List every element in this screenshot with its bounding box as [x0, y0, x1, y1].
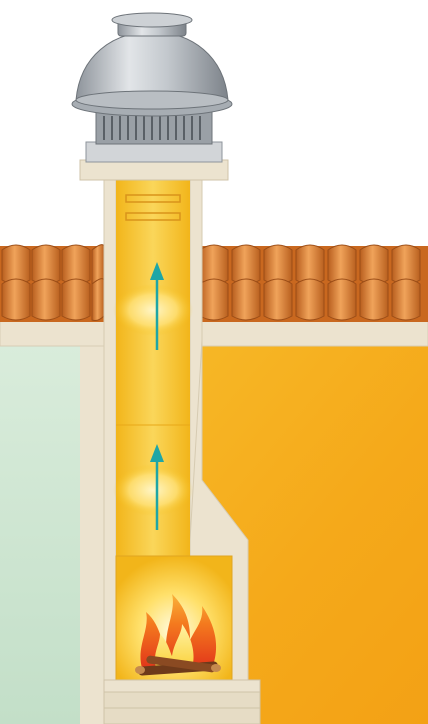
roof-tiles-right — [198, 245, 428, 322]
roof-tiles-left — [0, 245, 104, 322]
ceiling-slab — [0, 320, 428, 346]
side-room — [0, 345, 80, 724]
chimney-cap — [80, 160, 228, 180]
flue-glow-upper — [113, 284, 193, 336]
interior-wall — [80, 345, 104, 724]
hearth — [104, 680, 260, 692]
flue-glow-lower — [113, 464, 193, 516]
